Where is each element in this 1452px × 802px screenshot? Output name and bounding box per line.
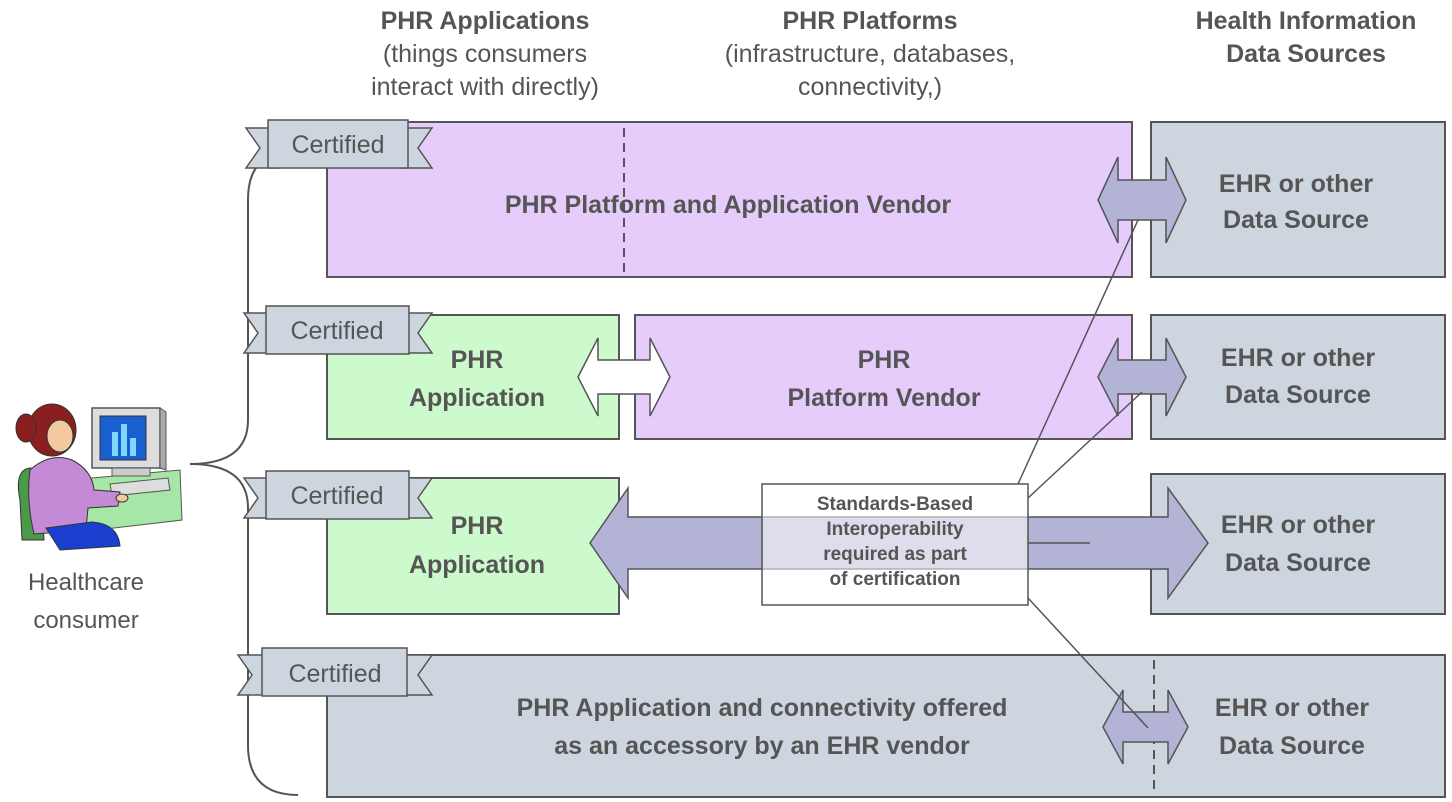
consumer-label-line1: Healthcare — [28, 569, 144, 596]
row2-platform-line2: Platform Vendor — [787, 384, 980, 412]
header-phr-applications: PHR Applications (things consumers inter… — [330, 5, 640, 104]
certified-ribbon-row2: Certified — [242, 305, 434, 355]
row3-app-line1: PHR — [451, 512, 504, 540]
callout-line1: Standards-Based — [817, 494, 973, 515]
row2-app-line1: PHR — [451, 346, 504, 374]
header-phr-platforms-title: PHR Platforms — [782, 7, 958, 35]
row2-source-line1: EHR or other — [1221, 344, 1375, 372]
row1-connect-arrow — [1097, 156, 1187, 244]
row1-source-line1: EHR or other — [1219, 170, 1373, 198]
row1-source-box — [1150, 121, 1446, 278]
row2-app-line2: Application — [409, 384, 545, 412]
row2-connect-arrow — [1097, 337, 1187, 417]
consumer-brace — [189, 151, 299, 796]
row3-source-line2: Data Source — [1225, 549, 1371, 577]
row4-connect-arrow — [1102, 689, 1189, 765]
header-phr-applications-title: PHR Applications — [380, 7, 590, 35]
row1-vendor-label: PHR Platform and Application Vendor — [505, 191, 952, 219]
row2-platform-line1: PHR — [858, 346, 911, 374]
callout-line-row4 — [1027, 597, 1149, 729]
callout-line-row1 — [1017, 219, 1139, 485]
row4-vendor-line1: PHR Application and connectivity offered — [517, 694, 1008, 722]
certified-ribbon-row3: Certified — [242, 470, 434, 520]
row4-vendor-line2: as an accessory by an EHR vendor — [554, 732, 970, 760]
row1-source-line2: Data Source — [1223, 206, 1369, 234]
row4-source-line2: Data Source — [1219, 732, 1365, 760]
consumer-label-line2: consumer — [33, 607, 138, 634]
row3-app-line2: Application — [409, 551, 545, 579]
header-data-sources: Health Information Data Sources — [1160, 5, 1452, 71]
certified-label-row1: Certified — [291, 131, 384, 159]
row2-platform-box — [634, 314, 1133, 440]
certified-label-row4: Certified — [288, 660, 381, 688]
header-phr-platforms-line2: connectivity,) — [797, 73, 943, 101]
row3-source-line1: EHR or other — [1221, 511, 1375, 539]
header-phr-applications-line2: interact with directly) — [371, 73, 599, 101]
certified-ribbon-row1: Certified — [244, 119, 434, 169]
callout-line-row2 — [1027, 391, 1143, 499]
header-data-sources-line1: Health Information — [1195, 7, 1417, 35]
row2-source-line2: Data Source — [1225, 381, 1371, 409]
certified-label-row2: Certified — [290, 317, 383, 345]
header-data-sources-line2: Data Sources — [1226, 40, 1386, 68]
interoperability-callout-box — [761, 483, 1029, 606]
callout-line3: required as part — [823, 544, 967, 565]
row4-vendor-box — [326, 654, 1446, 798]
callout-line4: of certification — [830, 569, 961, 590]
header-phr-platforms: PHR Platforms (infrastructure, databases… — [680, 5, 1060, 104]
row1-vendor-box — [326, 121, 1133, 278]
row2-app-platform-arrow — [577, 337, 671, 417]
certified-ribbon-row4: Certified — [236, 647, 434, 697]
certified-label-row3: Certified — [290, 482, 383, 510]
header-phr-applications-line1: (things consumers — [382, 40, 588, 68]
row4-source-line1: EHR or other — [1215, 694, 1369, 722]
header-phr-platforms-line1: (infrastructure, databases, — [724, 40, 1016, 68]
callout-line2: Interoperability — [826, 519, 964, 540]
row2-source-box — [1150, 314, 1446, 440]
healthcare-consumer-illustration — [15, 403, 183, 551]
